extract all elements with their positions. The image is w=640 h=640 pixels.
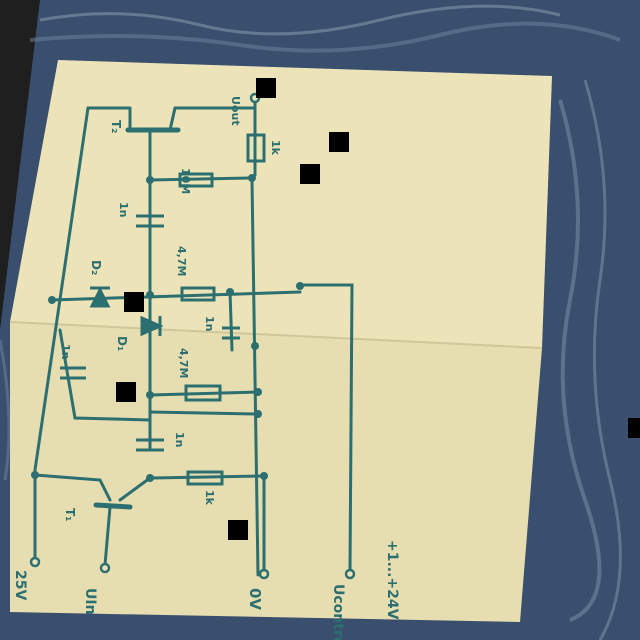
label-u-out: Uout [229, 96, 242, 126]
label-c-1n-left: 1n [59, 344, 72, 360]
schematic-wiring [33, 98, 354, 577]
capacitor-1n-top [136, 214, 164, 228]
resistor-1k-bottom [186, 470, 224, 486]
diode-d2 [89, 286, 111, 308]
junction-dots [31, 174, 304, 482]
label-u-in: UIn [82, 588, 98, 615]
redaction-box [116, 382, 136, 402]
label-d1: D₁ [115, 336, 129, 351]
label-c-1n-top: 1n [117, 202, 130, 218]
label-u-control: Ucontrol [330, 584, 346, 640]
capacitor-1n-left [60, 366, 86, 380]
label-0v: 0V [246, 588, 264, 610]
redaction-box [300, 164, 320, 184]
label-d2: D₂ [89, 260, 103, 275]
redaction-box [256, 78, 276, 98]
label-c-1n-mid: 1n [203, 316, 216, 332]
redaction-box [228, 520, 248, 540]
label-r-10m: 10M [179, 168, 192, 194]
resistor-47m-mid [184, 384, 222, 402]
redaction-box [124, 292, 144, 312]
label-25v: 25V [12, 570, 28, 600]
capacitor-1n-low [136, 438, 164, 452]
terminals [29, 92, 356, 580]
label-r-47m-mid: 4,7M [177, 348, 190, 378]
label-t2: T₂ [109, 120, 123, 133]
label-t1: T₁ [63, 508, 77, 521]
resistor-1k-top [246, 133, 266, 163]
capacitor-1n-mid [222, 326, 240, 340]
diode-d1 [140, 315, 164, 337]
label-r-1k-top: 1k [269, 140, 282, 156]
redaction-box [329, 132, 349, 152]
resistor-10m [178, 172, 214, 188]
label-c-1n-low: 1n [173, 432, 186, 448]
label-r-1k-bottom: 1k [203, 490, 216, 506]
resistor-47m-top [180, 286, 216, 302]
label-r-47m-top: 4,7M [175, 246, 188, 276]
redaction-box [628, 418, 640, 438]
label-range: +1...+24V [384, 540, 400, 620]
